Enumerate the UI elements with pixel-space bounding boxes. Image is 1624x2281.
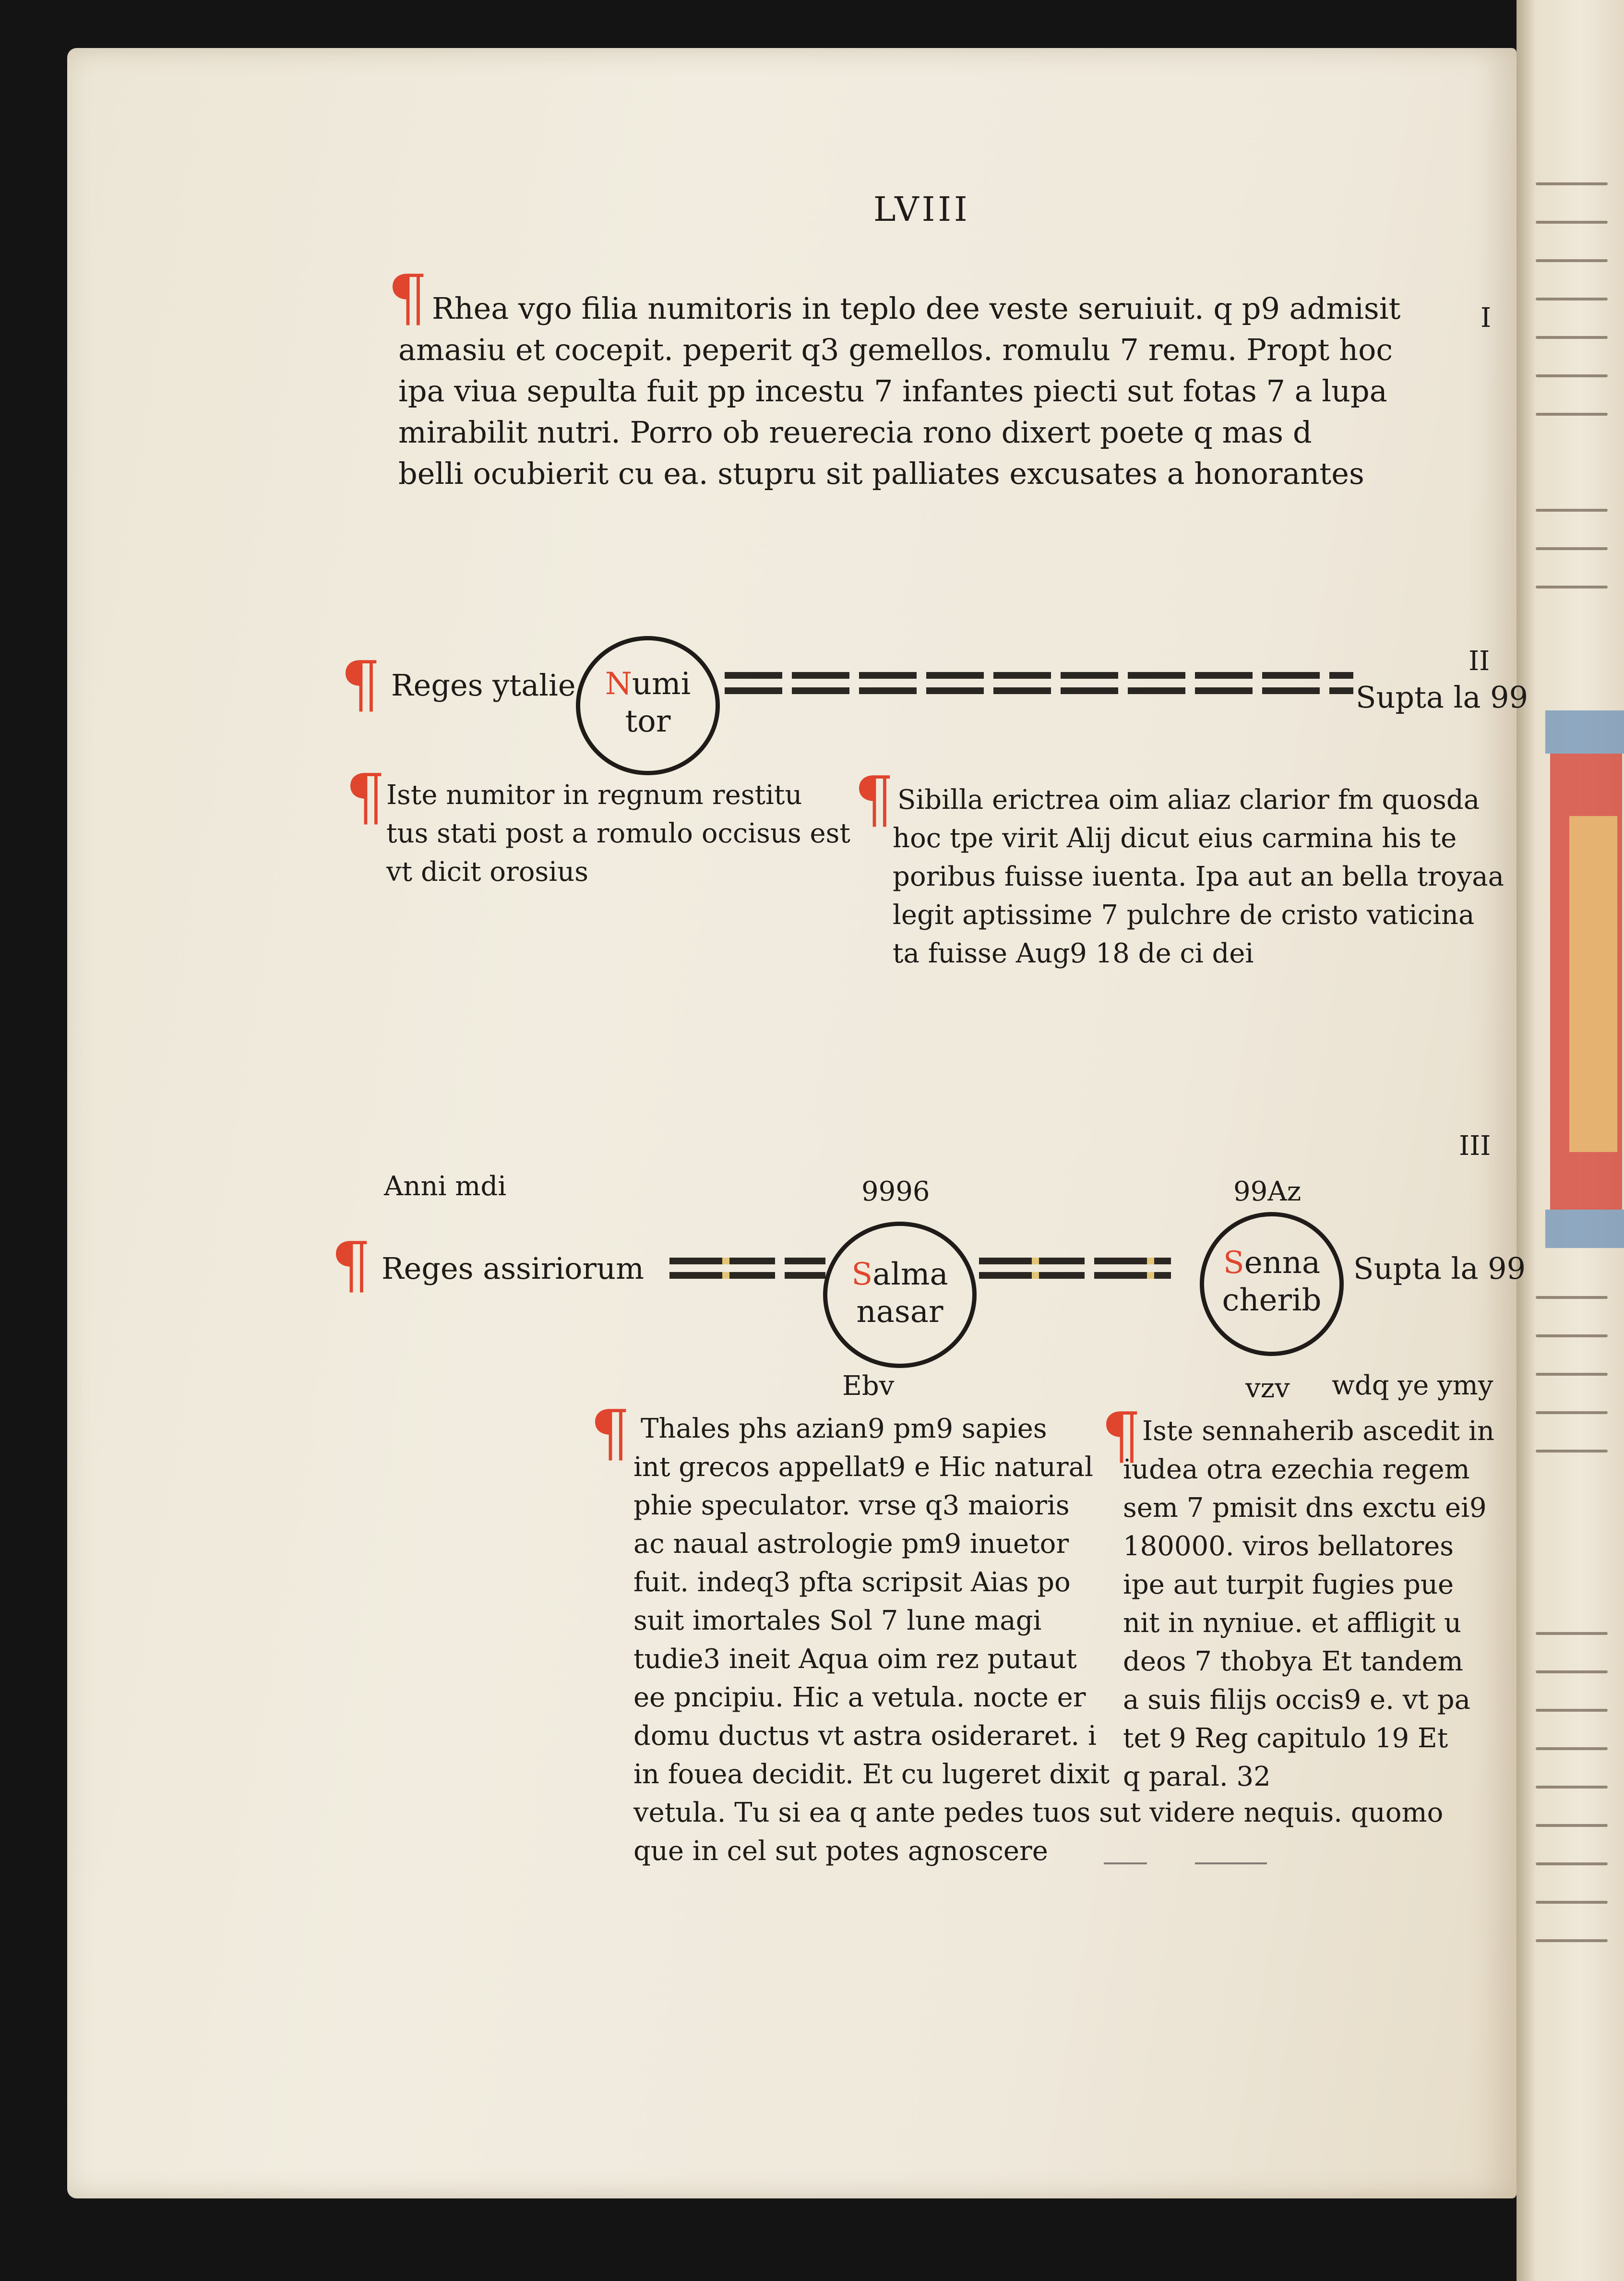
text-line: deos 7 thobya Et tandem [1123,1646,1463,1677]
text-line: Iste sennaherib ascedit in [1142,1416,1494,1447]
text-line: tet 9 Reg capitulo 19 Et [1123,1723,1448,1754]
pilcrow-icon: ¶ [590,1396,630,1469]
genealogy-circle-numitor: Numi tor [576,636,720,775]
year-marker: vzv [1245,1373,1290,1404]
lineage-bar [979,1272,1171,1279]
pilcrow-icon: ¶ [854,763,894,836]
text-line: ac naual astrologie pm9 inuetor [633,1528,1069,1560]
text-line: belli ocubierit cu ea. stupru sit pallia… [398,456,1364,491]
text-line: int grecos appellat9 e Hic natural [633,1452,1093,1483]
facing-page-edge [1517,0,1624,2281]
lineage-bar [669,1272,825,1279]
circle-text: Senna [1223,1245,1321,1281]
lineage-bar [669,1258,825,1264]
year-marker: Ebv [842,1370,895,1402]
text-line: mirabilit nutri. Porro ob reuerecia rono… [398,415,1312,450]
text-line: q paral. 32 [1123,1761,1271,1792]
text-line: in fouea decidit. Et cu lugeret dixit [633,1759,1110,1790]
right-label-supta: Supta la 99 [1356,680,1528,715]
pilcrow-icon: ¶ [341,648,381,720]
text-line: Sibilla erictrea oim aliaz clarior fm qu… [897,784,1480,816]
line-end-mark [1195,1862,1267,1864]
text-line: vt dicit orosius [386,856,588,888]
margin-numeral-ii: II [1469,646,1490,677]
row-label-reges-ytalie: Reges ytalie [391,668,576,703]
text-line: a suis filijs occis9 e. vt pa [1123,1684,1470,1716]
text-line: fuit. indeq3 pfta scripsit Aias po [633,1567,1071,1598]
margin-numeral-iii: III [1459,1130,1491,1162]
year-marker: 9996 [861,1176,930,1207]
pilcrow-icon: ¶ [346,760,385,833]
text-line: hoc tpe virit Alij dicut eius carmina hi… [893,823,1457,854]
text-line: iudea otra ezechia regem [1123,1454,1470,1485]
folio-number: LVIII [873,190,970,229]
circle-text: Salma [851,1257,948,1292]
text-line: que in cel sut potes agnoscere [633,1836,1048,1867]
text-line: ta fuisse Aug9 18 de ci dei [893,938,1254,969]
pilcrow-icon: ¶ [388,261,428,334]
text-line: domu ductus vt astra osideraret. i [633,1720,1097,1752]
book-page [67,48,1517,2198]
text-line: poribus fuisse iuenta. Ipa aut an bella … [893,861,1505,892]
circle-text: cherib [1222,1283,1322,1318]
lineage-bar [725,672,1353,679]
upside-down-marginal-note: wdq ye ymy [1332,1370,1493,1401]
text-line: tudie3 ineit Aqua oim rez putaut [633,1644,1077,1675]
text-line: vetula. Tu si ea q ante pedes tuos sut v… [633,1797,1444,1828]
text-line: Iste numitor in regnum restitu [386,780,802,811]
line-end-mark [1104,1862,1147,1864]
margin-numeral-i: I [1481,302,1492,334]
anni-mundi-label: Anni mdi [384,1171,507,1202]
text-line: ee pncipiu. Hic a vetula. nocte er [633,1682,1086,1713]
circle-text: Numi [605,666,691,702]
pilcrow-icon: ¶ [331,1228,371,1301]
genealogy-circle-salmanasar: Salma nasar [823,1222,977,1368]
text-line: legit aptissime 7 pulchre de cristo vati… [893,900,1475,931]
text-line: suit imortales Sol 7 lune magi [633,1605,1042,1636]
text-line: 180000. viros bellatores [1123,1531,1454,1562]
text-line: phie speculator. vrse q3 maioris [633,1490,1070,1521]
lineage-bar [979,1258,1171,1264]
circle-text: nasar [856,1294,943,1330]
text-line: sem 7 pmisit dns exctu ei9 [1123,1492,1487,1524]
right-label-supta: Supta la 99 [1353,1251,1526,1286]
lineage-bar [725,687,1353,694]
text-line: ipe aut turpit fugies pue [1123,1569,1454,1600]
text-line: Rhea vgo filia numitoris in teplo dee ve… [432,291,1401,326]
year-marker: 99Az [1233,1176,1302,1207]
text-line: ipa viua sepulta fuit pp incestu 7 infan… [398,373,1387,408]
circle-text: tor [625,704,671,739]
text-line: tus stati post a romulo occisus est [386,818,850,849]
pilcrow-icon: ¶ [1101,1399,1141,1472]
text-line: amasiu et cocepit. peperit q3 gemellos. … [398,332,1393,367]
row-label-reges-assiriorum: Reges assiriorum [382,1251,644,1286]
text-line: nit in nyniue. et affligit u [1123,1608,1462,1639]
genealogy-circle-sennacherib: Senna cherib [1200,1212,1344,1356]
text-line: Thales phs azian9 pm9 sapies [641,1413,1047,1444]
